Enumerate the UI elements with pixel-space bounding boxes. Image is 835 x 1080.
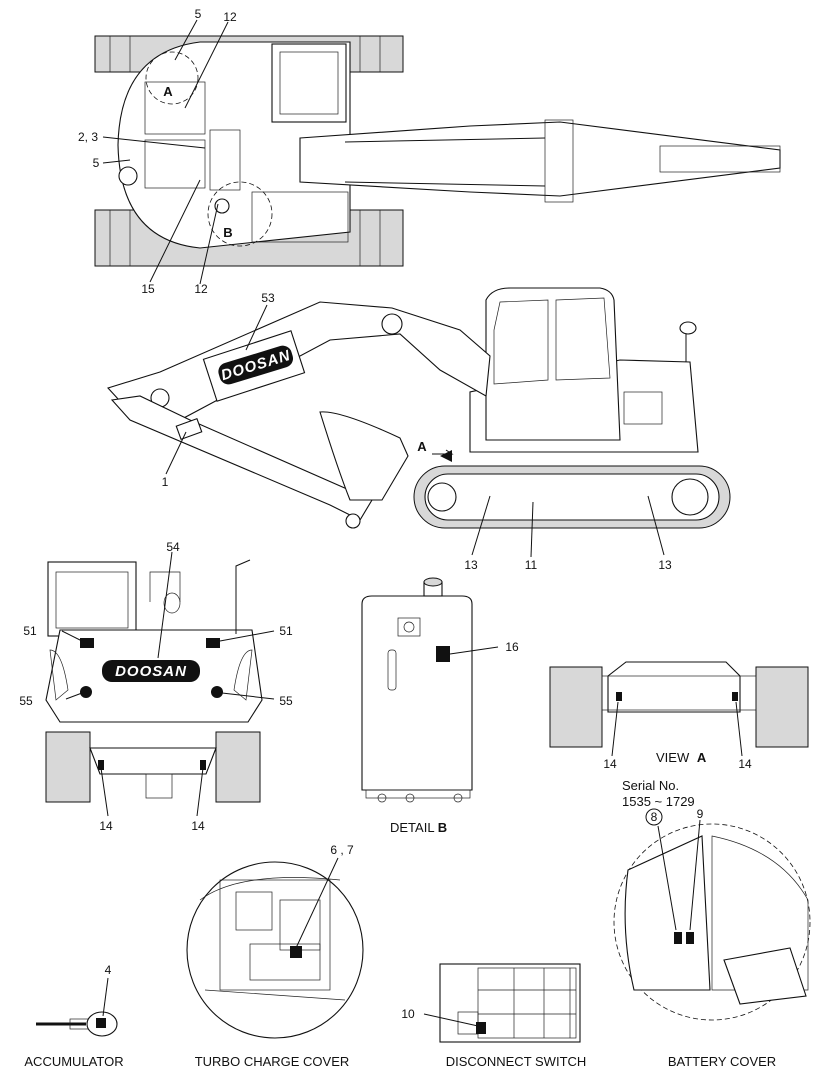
callout-b-top: B <box>223 225 232 240</box>
accumulator-detail <box>36 977 118 1037</box>
caption-accumulator: ACCUMULATOR <box>24 1054 123 1069</box>
callout-55-right: 55 <box>279 694 293 708</box>
callout-8: 8 <box>651 810 658 824</box>
callout-5-left: 5 <box>93 156 100 170</box>
captions: DETAIL B VIEW A Serial No. 1535 ~ 1729 A… <box>24 750 776 1069</box>
disconnect-switch-detail <box>423 963 581 1043</box>
callout-9: 9 <box>697 807 704 821</box>
callout-12-bottom: 12 <box>194 282 208 296</box>
callout-14-rear-left: 14 <box>99 819 113 833</box>
callout-labels: 5 12 A 2, 3 5 B 15 12 53 1 A 13 11 13 54… <box>19 7 752 1021</box>
rear-logo-text: DOOSAN <box>115 663 187 680</box>
detail-b-tank <box>361 577 499 803</box>
callout-11: 11 <box>525 558 538 572</box>
callout-2-3: 2, 3 <box>78 130 98 144</box>
serial-label: Serial No. <box>622 778 679 793</box>
circled-callout-8 <box>645 808 663 826</box>
top-view <box>94 19 781 285</box>
callout-6-7: 6 , 7 <box>330 843 354 857</box>
view-a <box>549 661 809 757</box>
callout-51-left: 51 <box>23 624 37 638</box>
callout-14-view-right: 14 <box>738 757 752 771</box>
callout-14-view-left: 14 <box>603 757 617 771</box>
boom-logo-plate <box>218 345 294 385</box>
rear-logo-plate <box>102 660 200 682</box>
callout-1: 1 <box>162 475 169 489</box>
callout-4: 4 <box>105 963 112 977</box>
callout-15: 15 <box>141 282 155 296</box>
callout-55-left: 55 <box>19 694 33 708</box>
caption-detail-b: DETAIL B <box>390 820 447 835</box>
caption-battery-cover: BATTERY COVER <box>668 1054 776 1069</box>
callout-53: 53 <box>261 291 275 305</box>
caption-view-a: VIEW A <box>656 750 707 765</box>
callout-a-side: A <box>417 439 427 454</box>
callout-12-top: 12 <box>223 10 237 24</box>
caption-disconnect-switch: DISCONNECT SWITCH <box>446 1054 587 1069</box>
callout-14-rear-right: 14 <box>191 819 205 833</box>
turbo-cover-detail <box>186 857 364 1039</box>
callout-10: 10 <box>401 1007 415 1021</box>
rear-view: DOOSAN <box>45 551 275 817</box>
battery-cover-detail <box>613 808 811 1021</box>
callout-13-left: 13 <box>464 558 478 572</box>
side-view: DOOSAN <box>107 287 731 558</box>
callout-54: 54 <box>166 540 180 554</box>
callout-51-right: 51 <box>279 624 293 638</box>
callout-13-right: 13 <box>658 558 672 572</box>
caption-turbo-charge-cover: TURBO CHARGE COVER <box>195 1054 350 1069</box>
callout-a-top: A <box>163 84 173 99</box>
callout-16: 16 <box>505 640 519 654</box>
serial-range: 1535 ~ 1729 <box>622 794 695 809</box>
callout-5-top: 5 <box>195 7 202 21</box>
